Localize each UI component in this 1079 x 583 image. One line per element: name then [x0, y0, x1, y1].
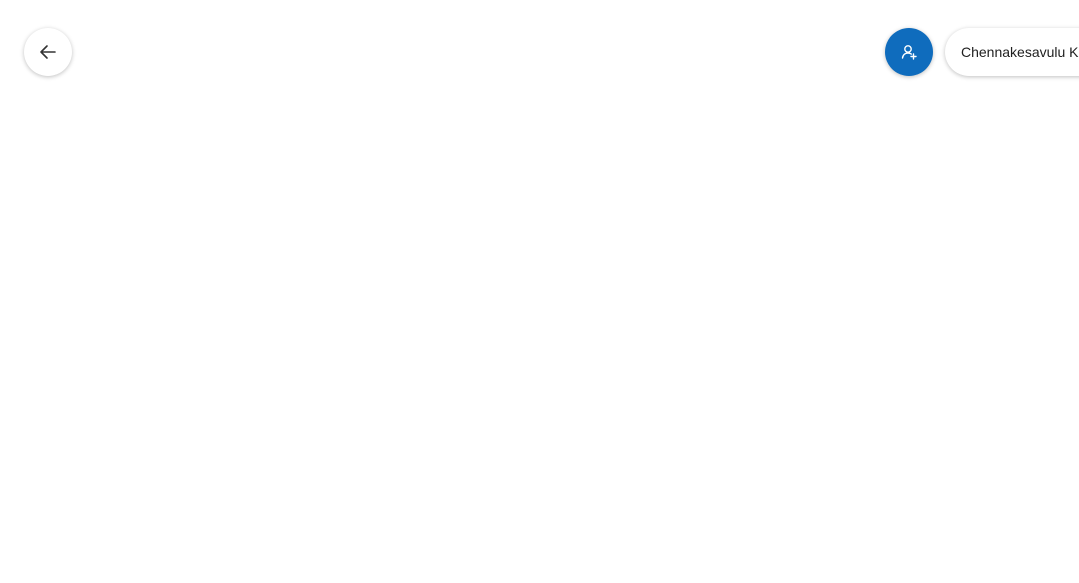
- person-add-icon: [901, 45, 917, 60]
- doodle-monitor: [562, 496, 616, 540]
- region-b-outer-box: [573, 95, 844, 366]
- doodle-body: [496, 520, 556, 558]
- back-button[interactable]: [24, 28, 72, 76]
- doodle-head: [486, 485, 544, 528]
- handwriting-secondary: [646, 381, 788, 438]
- user-name-pill[interactable]: Chennakesavulu K: [945, 28, 1079, 76]
- handwriting-server: [690, 436, 774, 468]
- handwriting-primary: [248, 433, 352, 502]
- handwriting-health: [476, 385, 563, 417]
- handwriting-check: [514, 412, 582, 434]
- doodle-monitor-stand: [578, 538, 612, 552]
- health-check-connector: [354, 244, 489, 374]
- region-a-outer-box: [175, 105, 443, 375]
- handwriting-mumbai: [796, 350, 926, 412]
- handwriting-region-right: [874, 396, 984, 443]
- doodle-link: [538, 524, 580, 542]
- health-check-box: [460, 365, 600, 454]
- primary-server-box: [234, 183, 360, 308]
- share-button[interactable]: [885, 28, 933, 76]
- secondary-arrow: [679, 296, 701, 394]
- primary-arrow: [276, 290, 302, 424]
- user-name: Chennakesavulu K: [961, 44, 1079, 60]
- handwriting-region-left: [74, 413, 162, 467]
- secondary-server-box: [632, 176, 750, 294]
- handwriting-nviggi: [122, 396, 230, 482]
- arrow-left-icon: [40, 45, 56, 59]
